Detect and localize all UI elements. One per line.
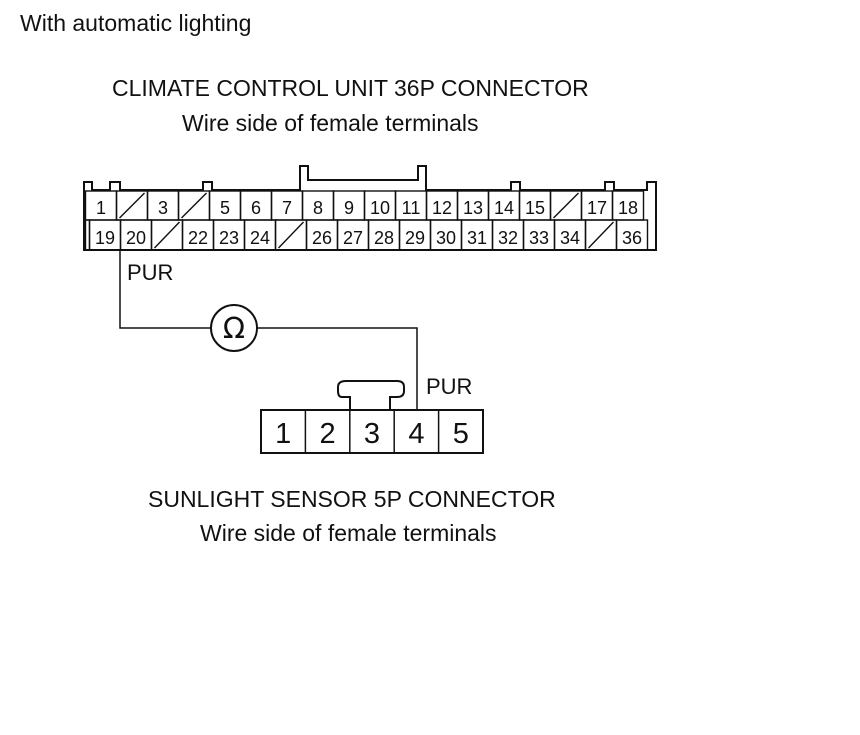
- ohm-symbol: Ω: [223, 311, 245, 345]
- sensor-connector-housing: [260, 409, 484, 454]
- sensor-pin-4: 4: [408, 418, 424, 450]
- sensor-connector-subtitle: Wire side of female terminals: [200, 520, 497, 546]
- bottom-row-pin-36: [615, 219, 649, 251]
- pin-number: 27: [343, 228, 363, 248]
- pin-number: 31: [467, 228, 487, 248]
- wire-to-pin-4: [257, 327, 418, 410]
- pin-number: 22: [188, 228, 208, 248]
- sensor-pin-1: 1: [275, 418, 291, 450]
- climate-connector-bottom-row: 19 20 22 23 24 26 27 28 29 30 31 32 33 34 36: [84, 219, 649, 251]
- pin-number: 32: [498, 228, 518, 248]
- sensor-connector-title: SUNLIGHT SENSOR 5P CONNECTOR: [148, 486, 556, 512]
- sensor-connector-latch: [337, 380, 405, 410]
- pin-number: 14: [494, 198, 514, 218]
- pin-number: 9: [344, 198, 354, 218]
- sensor-pin-2: 2: [320, 418, 336, 450]
- pin-number: 30: [436, 228, 456, 248]
- pin-number: 5: [220, 198, 230, 218]
- unused-cavity-slash: [153, 221, 181, 249]
- pin-number: 28: [374, 228, 394, 248]
- pin-number: 18: [618, 198, 638, 218]
- pin-number: 13: [463, 198, 483, 218]
- pin-number: 15: [525, 198, 545, 218]
- sensor-pin-3: 3: [364, 418, 380, 450]
- wire-label-upper: PUR: [127, 260, 173, 285]
- pin-number: 23: [219, 228, 239, 248]
- pin-number: 3: [158, 198, 168, 218]
- unused-cavity-slash: [277, 221, 305, 249]
- wire-label-lower: PUR: [426, 374, 472, 399]
- pin-number: 34: [560, 228, 580, 248]
- unused-cavity-slash: [181, 192, 207, 219]
- climate-connector-subtitle: Wire side of female terminals: [182, 110, 479, 136]
- pin-number: 26: [312, 228, 332, 248]
- pin-number: 12: [432, 198, 452, 218]
- pin-number: 8: [313, 198, 323, 218]
- unused-cavity-slash: [553, 192, 579, 219]
- unused-cavity-slash: [119, 192, 145, 219]
- pin-number: 1: [96, 198, 106, 218]
- pin-number: 36: [622, 228, 642, 248]
- pin-number: 20: [126, 228, 146, 248]
- pin-number: 10: [370, 198, 390, 218]
- sensor-pin-5: 5: [453, 418, 469, 450]
- ohmmeter-icon: [210, 304, 258, 352]
- pin-number: 24: [250, 228, 270, 248]
- pin-number: 19: [95, 228, 115, 248]
- pin-number: 7: [282, 198, 292, 218]
- pin-number: 29: [405, 228, 425, 248]
- pin-number: 17: [587, 198, 607, 218]
- pin-number: 11: [402, 198, 421, 218]
- climate-connector-title: CLIMATE CONTROL UNIT 36P CONNECTOR: [112, 75, 589, 101]
- unused-cavity-slash: [587, 221, 615, 249]
- diagram-heading: With automatic lighting: [20, 10, 252, 36]
- wire-from-pin-19: [119, 250, 211, 329]
- pin-number: 33: [529, 228, 549, 248]
- pin-number: 6: [251, 198, 261, 218]
